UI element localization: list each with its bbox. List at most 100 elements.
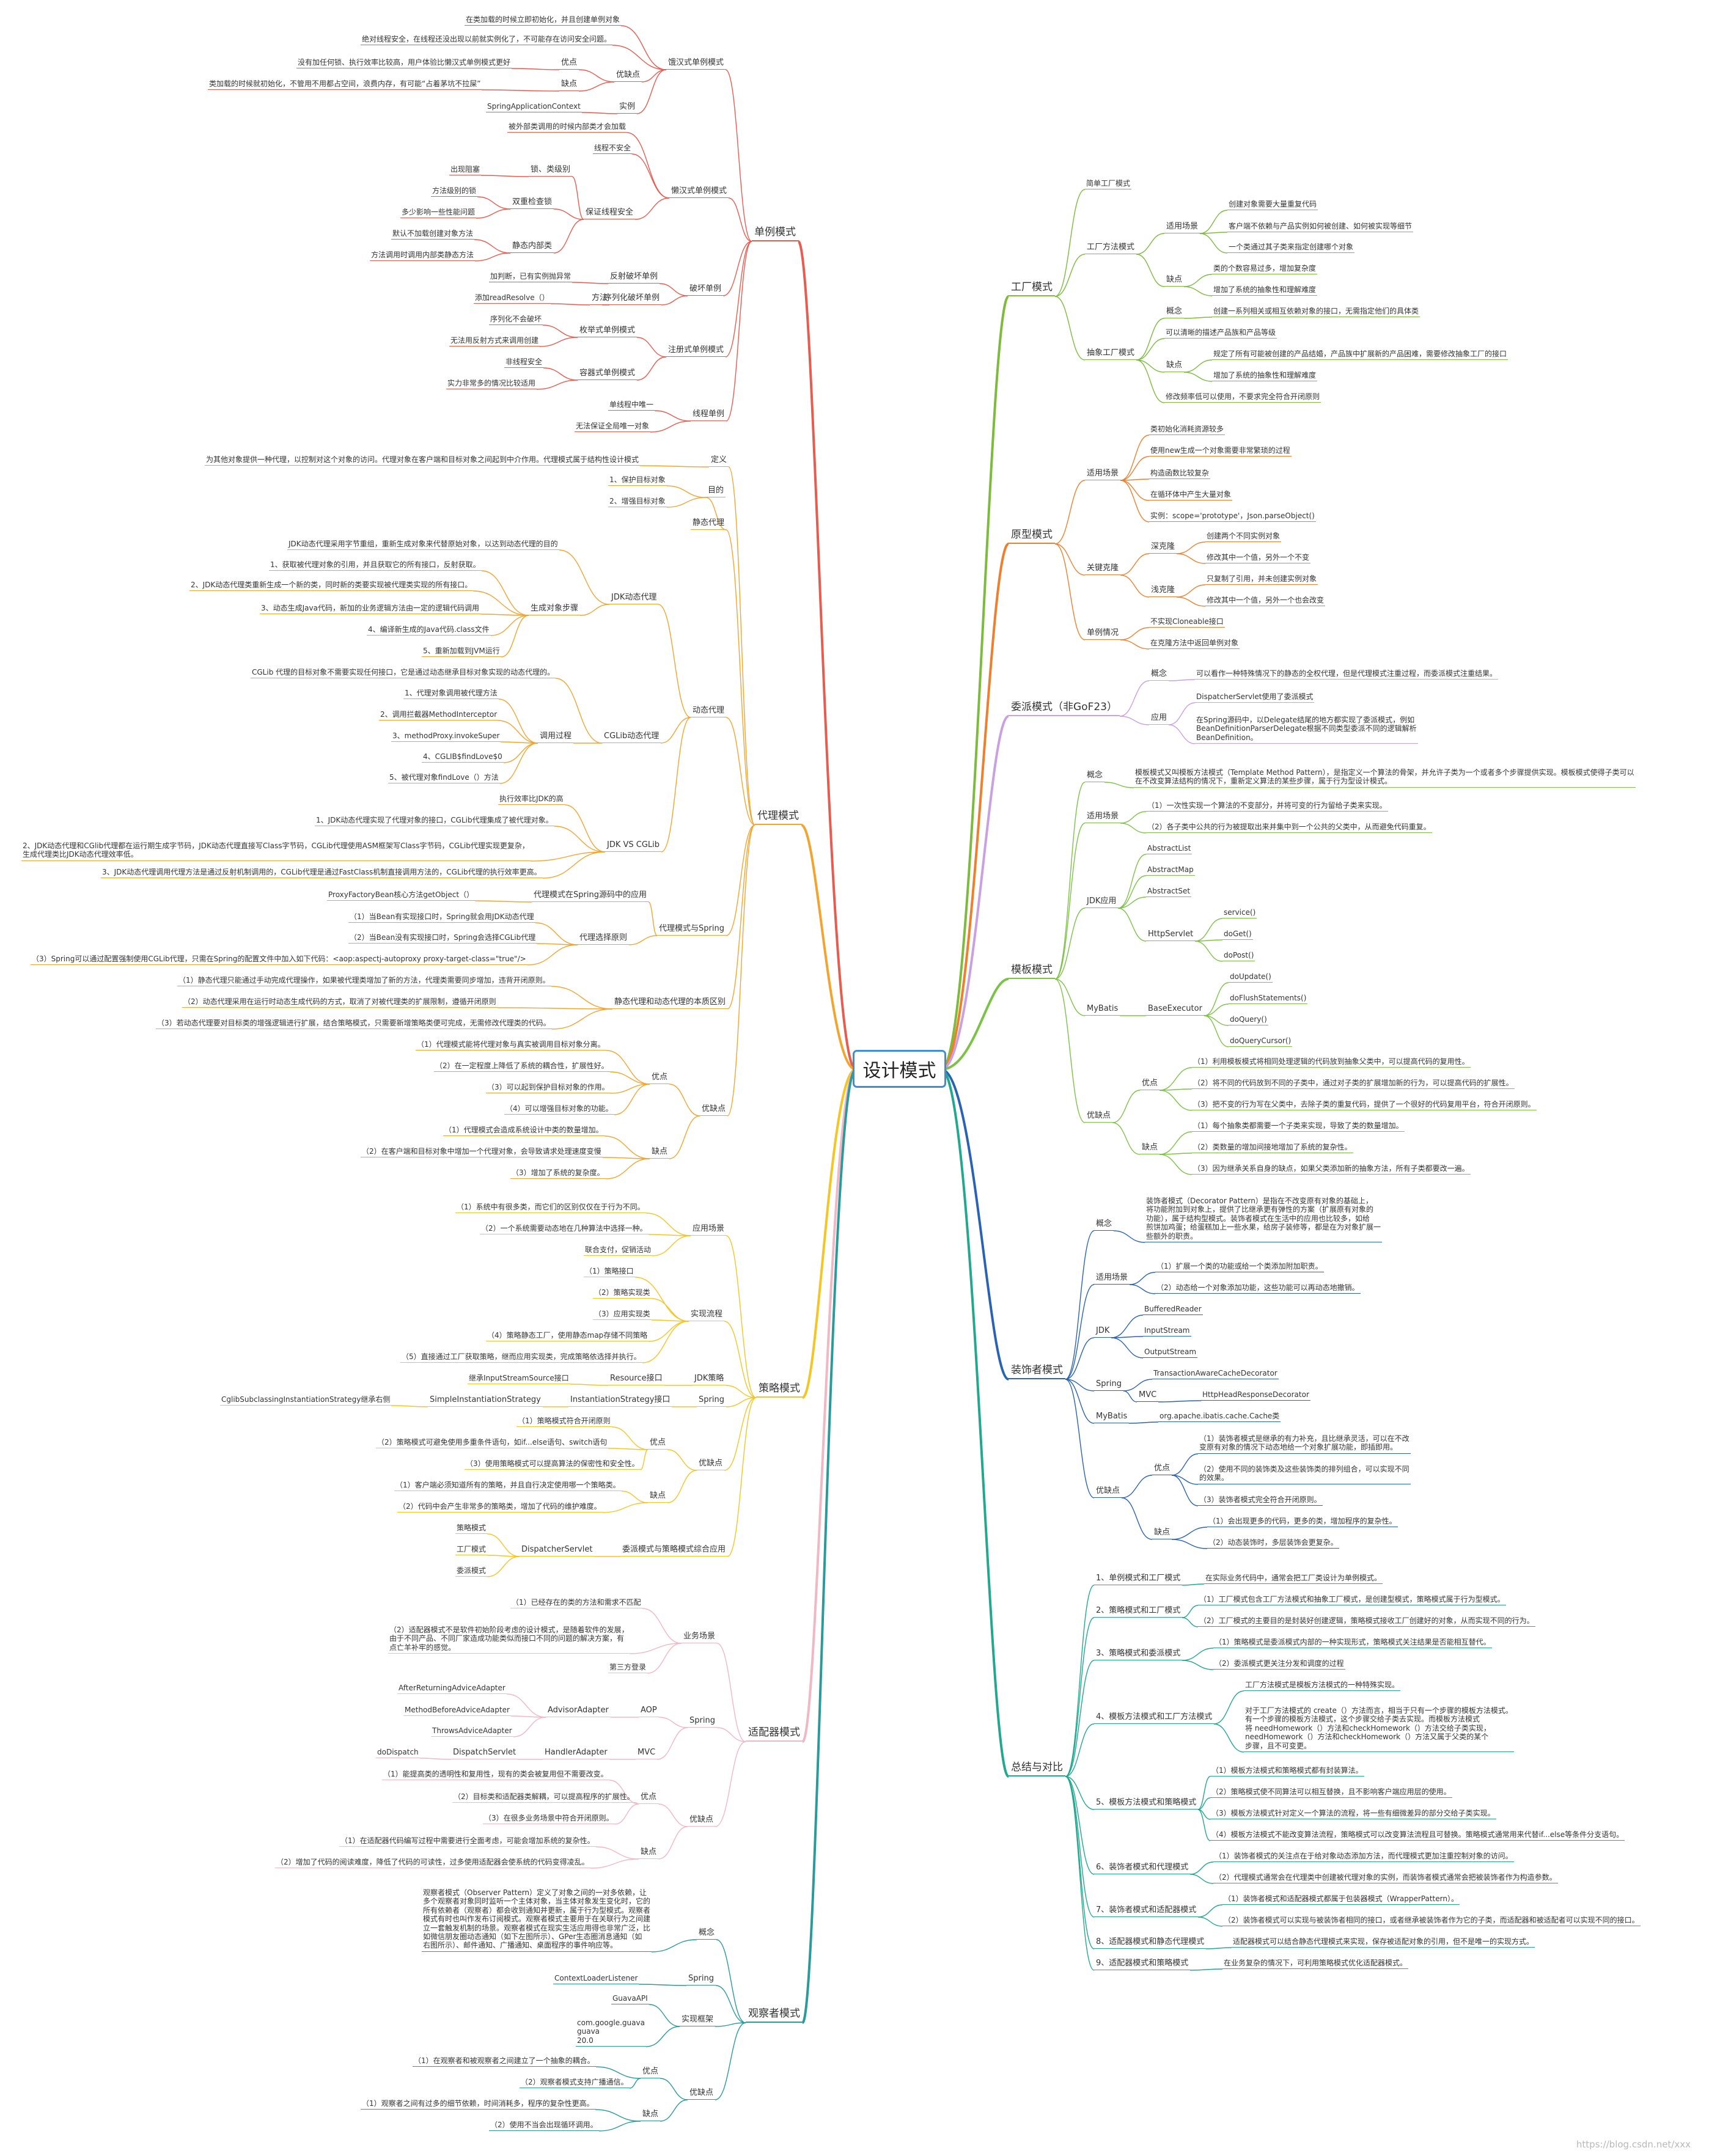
node-decorator-spring[interactable]: Spring xyxy=(1094,1379,1123,1391)
node-template-d1[interactable]: （1）每个抽象类都需要一个子类来实现，导致了类的数量增加。 xyxy=(1192,1121,1405,1132)
node-decorator-d1[interactable]: （1）会出现更多的代码，更多的类，增加程序的复杂性。 xyxy=(1207,1517,1398,1528)
node-template-d2[interactable]: （2）类数量的增加间接地增加了系统的复杂性。 xyxy=(1192,1143,1353,1154)
node-strategy-pros[interactable]: 优缺点 xyxy=(697,1459,725,1470)
node-strategy-sp-a[interactable]: SimpleInstantiationStrategy xyxy=(428,1395,543,1407)
node-factory-sc2[interactable]: 客户端不依赖与产品实例如何被创建、如何被实现等细节 xyxy=(1227,222,1414,233)
node-template-a3[interactable]: （3）把不变的行为写在父类中，去除子类的重复代码，提供了一个很好的代码复用平台，… xyxy=(1192,1100,1537,1111)
node-summary-i4b1[interactable]: 对于工厂方法模式的 create（）方法而言，相当于只有一个步骤的模板方法模式。… xyxy=(1244,1706,1514,1752)
node-singleton-cont1[interactable]: 非线程安全 xyxy=(504,358,544,369)
node-decorator-pros[interactable]: 优缺点 xyxy=(1094,1486,1122,1498)
node-strategy-sc1[interactable]: （1）系统中有很多类，而它们的区别仅仅在于行为不同。 xyxy=(455,1203,646,1214)
node-strategy-mix1[interactable]: 策略模式 xyxy=(455,1524,488,1535)
node-observer-g1[interactable]: GuavaAPI xyxy=(611,1994,649,2005)
node-adapter-mvc-a[interactable]: DispatchServlet xyxy=(451,1748,518,1759)
node-decorator-concept[interactable]: 概念 xyxy=(1094,1219,1114,1231)
node-strategy-sc3[interactable]: 联合支付，促销活动 xyxy=(584,1245,653,1256)
branch-delegate-title[interactable]: 委派模式（非GoF23） xyxy=(1009,701,1120,717)
node-proxy-a1[interactable]: （1）代理模式能将代理对象与真实被调用目标对象分离。 xyxy=(416,1040,606,1051)
node-strategy-impl[interactable]: 实现流程 xyxy=(689,1310,725,1321)
node-template-j3[interactable]: AbstractSet xyxy=(1146,887,1192,898)
node-adapter-pros[interactable]: 优缺点 xyxy=(688,1815,716,1827)
node-proxy-jdk[interactable]: JDK动态代理 xyxy=(609,593,659,604)
node-proxy-def-txt[interactable]: 为其他对象提供一种代理，以控制对这个对象的访问。代理对象在客户端和目标对象之间起… xyxy=(205,455,641,466)
node-prototype-deep2[interactable]: 修改其中一个值，另外一个不变 xyxy=(1205,553,1311,564)
node-singleton-enum2[interactable]: 无法用反射方式来调用创建 xyxy=(449,336,540,347)
node-proxy-d2[interactable]: （2）在客户端和目标对象中增加一个代理对象，会导致请求处理速度变慢 xyxy=(361,1147,603,1158)
node-summary-i5[interactable]: 5、模板方法模式和策略模式 xyxy=(1094,1798,1199,1810)
node-singleton-dcl2[interactable]: 多少影响一些性能问题 xyxy=(400,208,477,219)
node-decorator-sp1[interactable]: TransactionAwareCacheDecorator xyxy=(1152,1369,1279,1380)
node-proxy-cmp1[interactable]: 1、JDK动态代理实现了代理对象的接口，CGLib代理集成了被代理对象。 xyxy=(315,816,554,827)
node-adapter-aop[interactable]: AOP xyxy=(639,1706,659,1717)
node-proxy-s1[interactable]: 1、获取被代理对象的引用，并且获取它的所有接口，反射获取。 xyxy=(269,560,482,571)
node-adapter-a1[interactable]: （1）能提高类的透明性和复用性，现有的类会被复用但不需要改变。 xyxy=(382,1770,609,1781)
node-factory-ab2[interactable]: 修改频率低可以使用，不要求完全符合开闭原则 xyxy=(1164,392,1321,403)
node-summary-i8t[interactable]: 适配器模式可以结合静态代理模式来实现，保存被适配对象的引用，但不是唯一的实现方式… xyxy=(1232,1937,1535,1948)
node-factory-d2[interactable]: 增加了系统的抽象性和理解难度 xyxy=(1212,285,1318,296)
node-singleton-lock1[interactable]: 出现阻塞 xyxy=(449,165,482,176)
node-template-concept[interactable]: 概念 xyxy=(1085,771,1105,782)
node-singleton-tl2[interactable]: 无法保证全局唯一对象 xyxy=(575,422,651,433)
node-summary-i9t[interactable]: 在业务复杂的情况下，可利用策略模式优化适配器模式。 xyxy=(1222,1959,1409,1970)
node-singleton-tl[interactable]: 线程单例 xyxy=(691,409,727,421)
node-factory-sc1[interactable]: 创建对象需要大量重复代码 xyxy=(1227,200,1318,211)
node-adapter-a3[interactable]: （3）在很多业务场景中符合开闭原则。 xyxy=(483,1814,615,1825)
node-singleton-refl-txt[interactable]: 加判断，已有实例抛异常 xyxy=(489,272,573,283)
node-adapter-d2[interactable]: （2）增加了代码的阅读难度，降低了代码的可读性，过多使用适配器会使系统的代码变得… xyxy=(275,1858,590,1869)
node-template-j4c[interactable]: doPost() xyxy=(1222,951,1255,962)
node-adapter-aop1[interactable]: AfterReturningAdviceAdapter xyxy=(397,1684,507,1695)
node-adapter-scene[interactable]: 业务场景 xyxy=(682,1632,718,1643)
node-observer-c1[interactable]: 观察者模式（Observer Pattern）定义了对象之间的一对多依赖，让多个… xyxy=(422,1888,652,1952)
node-prototype-s5[interactable]: 实例：scope='prototype'，Json.parseObject() xyxy=(1149,512,1316,522)
node-decorator-dis[interactable]: 缺点 xyxy=(1152,1528,1172,1539)
node-proxy-cmp0[interactable]: 执行效率比JDK的高 xyxy=(498,794,565,805)
node-template-j4b[interactable]: doGet() xyxy=(1222,930,1253,941)
node-strategy-jdk[interactable]: JDK策略 xyxy=(693,1374,726,1385)
node-factory-sc3[interactable]: 一个类通过其子类来指定创建哪个对象 xyxy=(1227,243,1355,254)
node-singleton-adv-dis[interactable]: 优缺点 xyxy=(614,70,642,82)
node-template-d3[interactable]: （3）因为继承关系自身的缺点，如果父类添加新的抽象方法，所有子类都要改一遍。 xyxy=(1192,1164,1471,1175)
node-observer-pros[interactable]: 优缺点 xyxy=(688,2088,716,2100)
node-observer-adv[interactable]: 优点 xyxy=(641,2067,661,2078)
node-singleton-safe[interactable]: 保证线程安全 xyxy=(584,208,636,219)
node-delegate-app[interactable]: 应用 xyxy=(1149,713,1169,725)
node-proxy-sp-bean[interactable]: ProxyFactoryBean核心方法getObject（） xyxy=(327,890,476,901)
node-proxy-cmp[interactable]: JDK VS CGLib xyxy=(605,840,662,852)
node-template-mb4[interactable]: doQueryCursor() xyxy=(1229,1036,1293,1047)
node-observer-a2[interactable]: （2）观察者模式支持广播通信。 xyxy=(520,2078,630,2089)
node-adapter-a2[interactable]: （2）目标类和适配器类解耦，可以提高程序的扩展性。 xyxy=(452,1792,636,1803)
node-proxy-static[interactable]: 静态代理 xyxy=(691,518,727,530)
node-singleton-unsafe[interactable]: 线程不安全 xyxy=(593,144,633,155)
node-singleton-ser[interactable]: 序列化破坏单例 xyxy=(602,293,662,305)
node-template-pros[interactable]: 优缺点 xyxy=(1085,1111,1113,1123)
node-proxy-e1[interactable]: （1）静态代理只能通过手动完成代理操作，如果被代理类增加了新的方法，代理类需要同… xyxy=(177,976,551,987)
node-strategy-a1[interactable]: （1）策略模式符合开闭原则 xyxy=(516,1417,612,1428)
node-proxy-p2[interactable]: 2、增强目标对象 xyxy=(608,497,667,508)
node-decorator-a1a[interactable]: （1）装饰者模式是继承的有力补充，且比继承灵活，可以在不改变原有对象的情况下动态… xyxy=(1198,1434,1411,1454)
node-proxy-e3[interactable]: （3）若动态代理要对目标类的增强逻辑进行扩展，结合策略模式，只需要新增策略类便可… xyxy=(156,1019,552,1030)
node-adapter-mvc-m[interactable]: HandlerAdapter xyxy=(543,1748,609,1759)
node-strategy-mix2[interactable]: 工厂模式 xyxy=(455,1545,488,1556)
node-summary-i6[interactable]: 6、装饰者模式和代理模式 xyxy=(1094,1863,1191,1874)
node-decorator-scene[interactable]: 适用场景 xyxy=(1094,1273,1130,1285)
node-singleton-inner[interactable]: 静态内部类 xyxy=(510,241,554,253)
node-strategy-sc2[interactable]: （2）一个系统需要动态地在几种算法中选择一种。 xyxy=(480,1224,649,1235)
node-template-scene[interactable]: 适用场景 xyxy=(1085,812,1121,823)
node-strategy-sp-m[interactable]: InstantiationStrategy接口 xyxy=(568,1395,672,1407)
node-template-s2[interactable]: （2）各子类中公共的行为被提取出来并集中到一个公共的父类中，从而避免代码重复。 xyxy=(1146,823,1432,834)
node-template-dis[interactable]: 缺点 xyxy=(1140,1143,1160,1154)
node-decorator-s2[interactable]: （2）动态给一个对象添加功能，这些功能可以再动态地撤销。 xyxy=(1155,1283,1361,1294)
node-template-c1[interactable]: 模板模式又叫模板方法模式（Template Method Pattern），是指… xyxy=(1134,768,1636,788)
node-template-mb3[interactable]: doQuery() xyxy=(1229,1015,1268,1026)
node-proxy-essence[interactable]: 静态代理和动态代理的本质区别 xyxy=(612,997,728,1009)
node-template-jdk[interactable]: JDK应用 xyxy=(1085,897,1119,908)
node-proxy-c3[interactable]: 3、methodProxy.invokeSuper xyxy=(391,732,501,743)
branch-template-title[interactable]: 模板模式 xyxy=(1009,964,1055,980)
node-adapter-dis[interactable]: 缺点 xyxy=(639,1847,659,1859)
node-strategy-adv[interactable]: 优点 xyxy=(648,1438,668,1450)
node-decorator-c1[interactable]: 装饰者模式（Decorator Pattern）是指在不改变原有对象的基础上，将… xyxy=(1145,1197,1383,1242)
node-summary-i7[interactable]: 7、装饰者模式和适配器模式 xyxy=(1094,1905,1199,1917)
node-summary-i6b[interactable]: （2）代理模式通常会在代理类中创建被代理对象的实例，而装饰者模式通常会把被装饰者… xyxy=(1213,1873,1558,1884)
node-delegate-app1[interactable]: DispatcherServlet使用了委派模式 xyxy=(1195,692,1315,703)
